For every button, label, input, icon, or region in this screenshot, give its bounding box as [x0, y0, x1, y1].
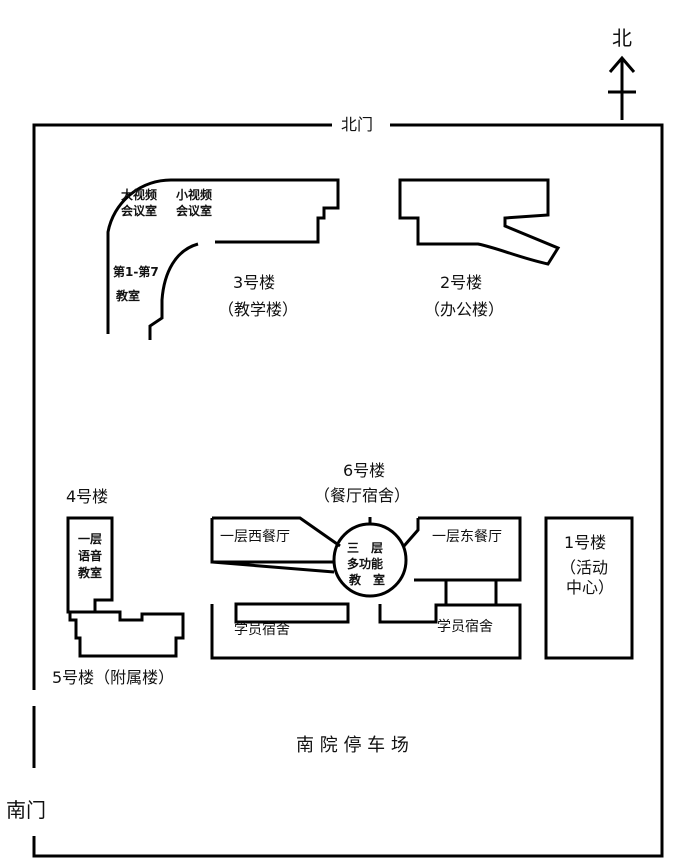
hall-label-line3: 教 室 — [349, 573, 386, 587]
building-6-west-line — [210, 518, 334, 564]
west-dining-label: 一层西餐厅 — [220, 529, 290, 545]
compass-label: 北 — [612, 26, 632, 50]
building-6-east-outline — [402, 516, 522, 582]
building-6-name[interactable]: 6号楼 — [343, 461, 386, 480]
building-3-sub: （教学楼） — [218, 300, 299, 319]
b4-room-line1: 一层 — [78, 532, 103, 546]
classrooms-line1: 第1-第7 — [113, 265, 159, 279]
building-2-sub: （办公楼） — [424, 300, 505, 319]
building-3-name[interactable]: 3号楼 — [233, 273, 276, 292]
south-parking-label[interactable]: 南 院 停 车 场 — [296, 735, 409, 756]
north-gate-label[interactable]: 北门 — [341, 115, 374, 134]
classrooms-line2: 教室 — [116, 289, 141, 303]
big-video-room-line2: 会议室 — [121, 204, 158, 218]
building-1-sub1: （活动 — [560, 558, 609, 577]
building-1-name[interactable]: 1号楼 — [564, 533, 607, 552]
b4-room-line2: 语音 — [78, 549, 103, 563]
south-gate-label[interactable]: 南门 — [6, 798, 46, 822]
hall-label-line2: 多功能 — [347, 557, 384, 571]
building-1-outline — [544, 516, 634, 660]
dorm-right-label: 学员宿舍 — [437, 619, 493, 635]
b4-room-line3: 教室 — [78, 566, 103, 580]
building-3-outline — [106, 178, 340, 340]
dorm-left-label: 学员宿舍 — [234, 622, 290, 638]
building-6-west-outline — [211, 516, 341, 574]
building-6-small-rooms — [444, 578, 520, 605]
east-dining-label: 一层东餐厅 — [432, 529, 502, 545]
building-5-name[interactable]: 5号楼（附属楼） — [52, 668, 175, 687]
big-video-room-line1: 大视频 — [121, 188, 158, 202]
building-6-dorm-outline — [210, 602, 522, 660]
small-video-room-line1: 小视频 — [176, 188, 213, 202]
building-4-name[interactable]: 4号楼 — [66, 487, 109, 506]
building-1-sub2: 中心） — [566, 578, 615, 597]
building-2-outline — [398, 178, 561, 266]
building-2-name[interactable]: 2号楼 — [440, 273, 483, 292]
small-video-room-line2: 会议室 — [176, 204, 213, 218]
building-5-outline — [68, 610, 185, 658]
north-arrow-icon — [608, 55, 636, 120]
hall-label-line1: 三 层 — [347, 541, 384, 555]
campus-boundary — [32, 123, 664, 858]
building-6-sub: （餐厅宿舍） — [314, 486, 411, 505]
